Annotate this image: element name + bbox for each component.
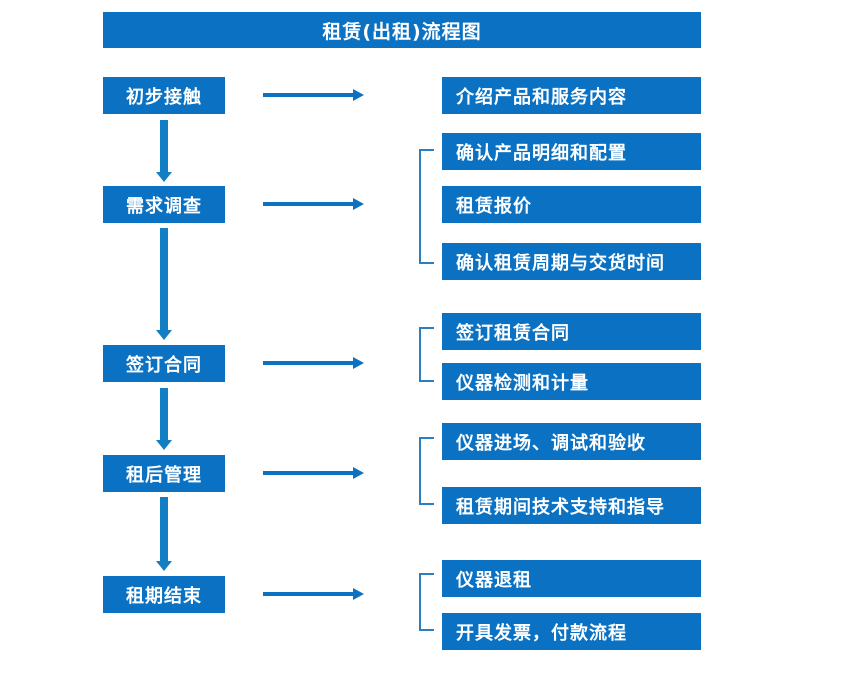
- detail-box-instrument-delivery[interactable]: 仪器进场、调试和验收: [442, 423, 701, 460]
- stage-box-xu-qiu-diao-cha[interactable]: 需求调查: [103, 186, 225, 223]
- group-bracket-demand: [419, 149, 434, 264]
- detail-box-rental-quote[interactable]: 租赁报价: [442, 186, 701, 223]
- right-arrow-3: [263, 356, 364, 370]
- right-arrow-1: [263, 88, 364, 102]
- detail-box-confirm-period[interactable]: 确认租赁周期与交货时间: [442, 243, 701, 280]
- detail-box-instrument-return[interactable]: 仪器退租: [442, 560, 701, 597]
- detail-box-tech-support[interactable]: 租赁期间技术支持和指导: [442, 487, 701, 524]
- right-arrow-2-head: [353, 198, 364, 210]
- right-arrow-1-head: [353, 89, 364, 101]
- right-arrow-3-head: [353, 357, 364, 369]
- down-arrow-1-head: [156, 172, 172, 182]
- detail-box-confirm-spec[interactable]: 确认产品明细和配置: [442, 133, 701, 170]
- right-arrow-4-shaft: [263, 471, 355, 475]
- down-arrow-4: [156, 497, 172, 574]
- right-arrow-3-shaft: [263, 361, 355, 365]
- down-arrow-1: [156, 120, 172, 185]
- group-bracket-contract: [419, 327, 434, 382]
- stage-box-qian-ding-he-tong[interactable]: 签订合同: [103, 345, 225, 382]
- right-arrow-2: [263, 197, 364, 211]
- detail-box-instrument-test[interactable]: 仪器检测和计量: [442, 363, 701, 400]
- right-arrow-1-shaft: [263, 93, 355, 97]
- right-arrow-2-shaft: [263, 202, 355, 206]
- detail-box-sign-contract[interactable]: 签订租赁合同: [442, 313, 701, 350]
- down-arrow-2: [156, 228, 172, 343]
- right-arrow-5-head: [353, 588, 364, 600]
- detail-box-invoice-payment[interactable]: 开具发票，付款流程: [442, 613, 701, 650]
- down-arrow-3-head: [156, 440, 172, 450]
- down-arrow-3: [156, 388, 172, 453]
- down-arrow-1-shaft: [160, 120, 168, 172]
- down-arrow-4-shaft: [160, 497, 168, 561]
- detail-box-intro-products[interactable]: 介绍产品和服务内容: [442, 77, 701, 114]
- group-bracket-rental-end: [419, 573, 434, 631]
- right-arrow-4-head: [353, 467, 364, 479]
- down-arrow-2-head: [156, 330, 172, 340]
- right-arrow-4: [263, 466, 364, 480]
- down-arrow-4-head: [156, 561, 172, 571]
- right-arrow-5-shaft: [263, 592, 355, 596]
- stage-box-zu-hou-guan-li[interactable]: 租后管理: [103, 455, 225, 492]
- stage-box-zu-qi-jie-shu[interactable]: 租期结束: [103, 576, 225, 613]
- group-bracket-post-rental: [419, 437, 434, 505]
- stage-box-chu-bu-jie-chu[interactable]: 初步接触: [103, 77, 225, 114]
- right-arrow-5: [263, 587, 364, 601]
- down-arrow-3-shaft: [160, 388, 168, 440]
- down-arrow-2-shaft: [160, 228, 168, 330]
- diagram-title: 租赁(出租)流程图: [103, 12, 701, 48]
